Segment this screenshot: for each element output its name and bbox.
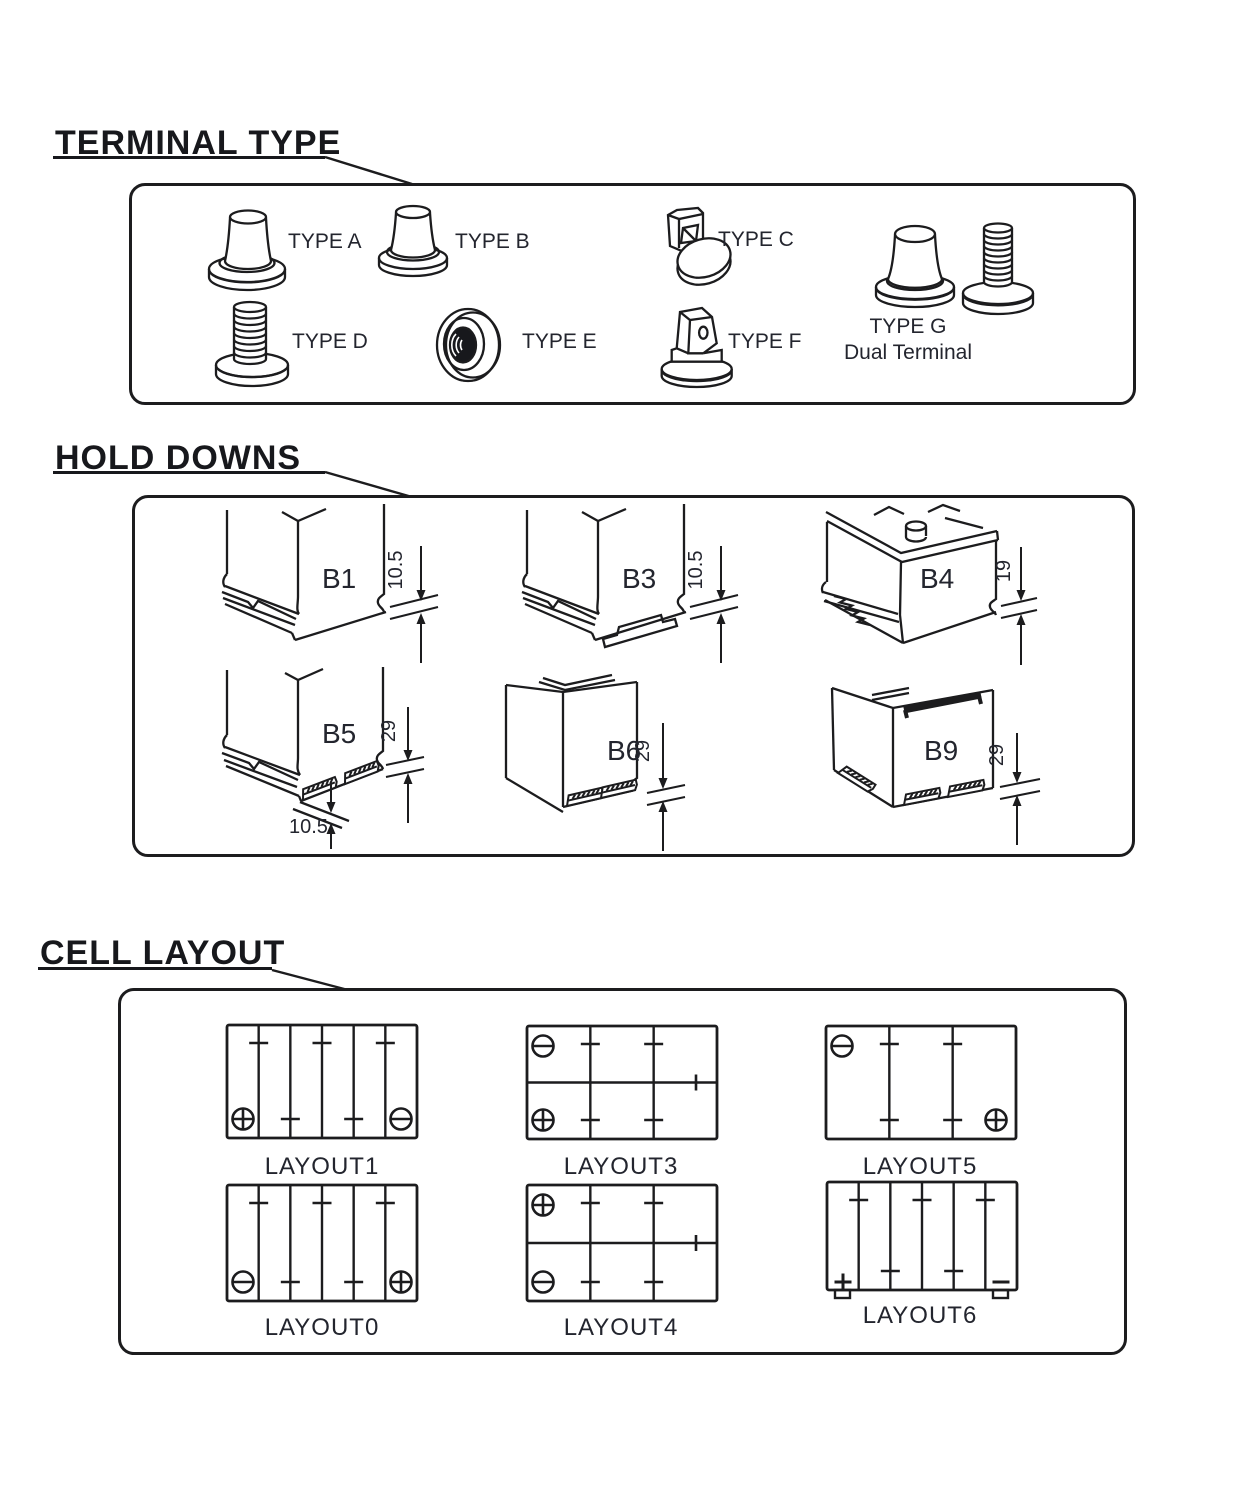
hold-down-b6-icon: B6 29 <box>504 673 686 851</box>
cell-layout-6-diagram <box>825 1180 1019 1300</box>
hold-down-b4-icon: B4 19 <box>820 503 1038 665</box>
terminal-type-e-icon <box>435 307 502 383</box>
terminal-type-f-icon <box>660 306 733 389</box>
cell-layout-5-label: LAYOUT5 <box>862 1153 978 1180</box>
cell-layout-5-diagram <box>824 1024 1018 1141</box>
cell-layout-0-label: LAYOUT0 <box>264 1314 380 1341</box>
cell-layout-6-label: LAYOUT6 <box>862 1302 978 1329</box>
hold-down-b1-dim: 10.5 <box>385 551 407 590</box>
terminal-type-f-label: TYPE F <box>728 330 802 353</box>
hold-down-b3-label: B3 <box>622 563 656 594</box>
hold-down-b4-label: B4 <box>920 563 954 594</box>
terminal-type-c-icon <box>666 206 732 286</box>
hold-down-b9-label: B9 <box>924 735 958 766</box>
cell-layout-1-diagram <box>225 1023 419 1140</box>
terminal-type-g-label-group: TYPE G Dual Terminal <box>818 314 998 367</box>
cell-layout-3-diagram <box>525 1024 719 1141</box>
terminal-type-a-label: TYPE A <box>288 230 362 253</box>
terminal-type-g-sublabel: Dual Terminal <box>844 341 972 365</box>
cell-layout-heading: CELL LAYOUT <box>40 934 286 972</box>
terminal-type-underline <box>53 156 325 159</box>
hold-down-b5-dim: 29 <box>378 720 400 742</box>
terminal-type-heading: TERMINAL TYPE <box>55 124 342 162</box>
hold-down-b6-dim: 29 <box>632 740 654 762</box>
cell-layout-panel <box>118 988 1127 1355</box>
terminal-type-d-label: TYPE D <box>292 330 368 353</box>
terminal-type-e-label: TYPE E <box>522 330 597 353</box>
cell-layout-1-label: LAYOUT1 <box>264 1153 380 1180</box>
hold-downs-heading: HOLD DOWNS <box>55 439 302 477</box>
terminal-type-a-icon <box>207 209 287 292</box>
hold-down-b1-label: B1 <box>322 563 356 594</box>
hold-down-b5-label: B5 <box>322 718 356 749</box>
cell-layout-4-diagram <box>525 1183 719 1303</box>
hold-down-b1-icon: B1 10.5 <box>221 504 439 663</box>
hold-down-b4-dim: 19 <box>993 560 1015 582</box>
terminal-type-b-label: TYPE B <box>455 230 530 253</box>
cell-layout-3-label: LAYOUT3 <box>563 1153 679 1180</box>
terminal-type-b-icon <box>377 204 449 278</box>
terminal-type-panel <box>129 183 1136 405</box>
terminal-type-g-label: TYPE G <box>869 315 947 338</box>
hold-down-b9-dim: 29 <box>986 744 1008 766</box>
hold-down-b5-icon: B5 29 10.5 <box>221 667 425 849</box>
hold-down-b9-icon: B9 29 <box>830 686 1041 845</box>
cell-layout-underline <box>38 967 272 970</box>
hold-down-b3-dim: 10.5 <box>685 551 707 590</box>
hold-down-b3-icon: B3 10.5 <box>521 504 739 663</box>
hold-downs-underline <box>53 471 325 474</box>
hold-down-b6-label: B6 <box>607 735 641 766</box>
cell-layout-4-label: LAYOUT4 <box>563 1314 679 1341</box>
hold-down-b5-dim-bottom: 10.5 <box>289 816 328 838</box>
cell-layout-0-diagram <box>225 1183 419 1303</box>
terminal-type-d-icon <box>214 300 290 388</box>
terminal-type-g-icon <box>874 222 1035 316</box>
terminal-type-c-label: TYPE C <box>718 228 794 251</box>
